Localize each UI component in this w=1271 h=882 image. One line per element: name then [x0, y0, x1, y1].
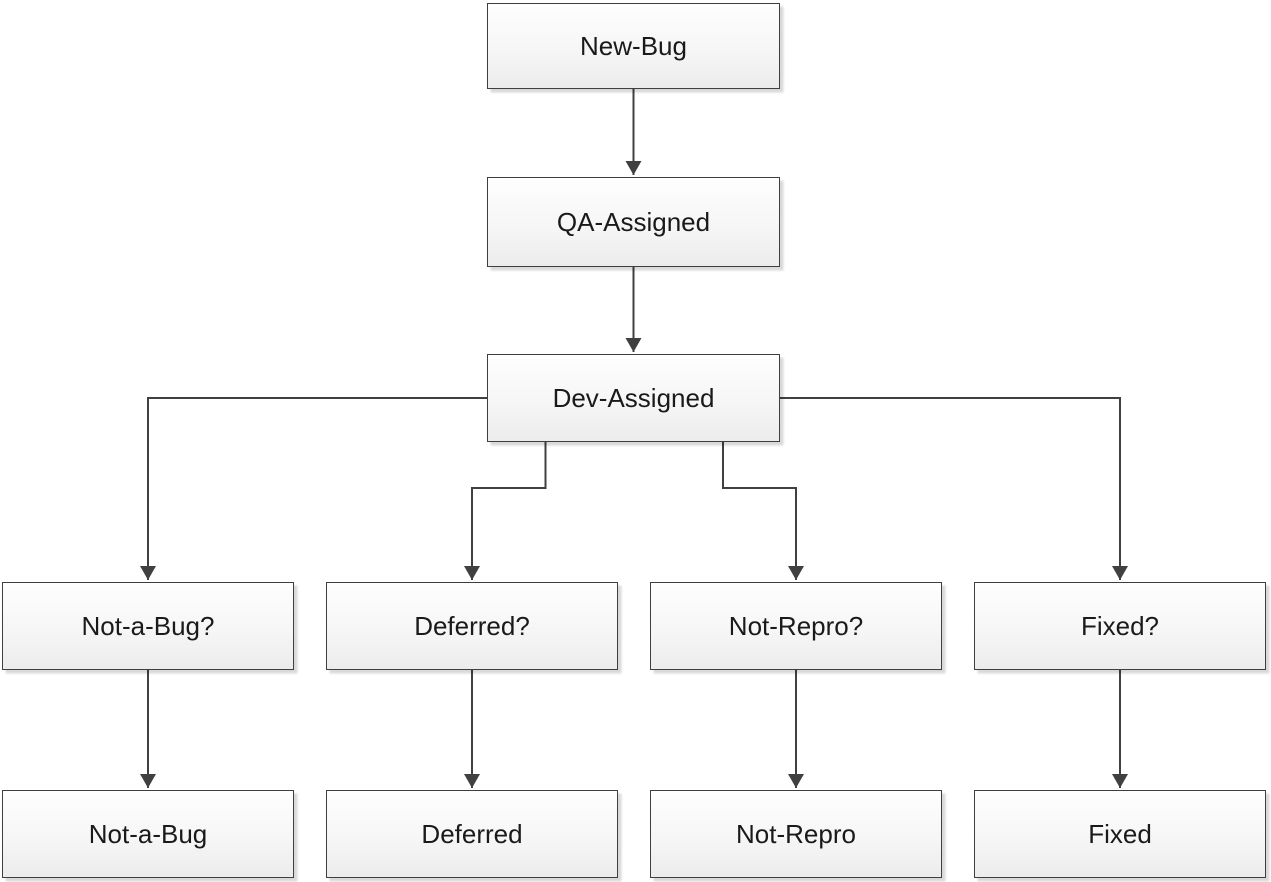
node-dev-assigned-label: Dev-Assigned	[552, 382, 715, 413]
connector-dev-assigned-to-deferred-question	[464, 442, 547, 580]
node-not-repro-label: Not-Repro	[736, 818, 856, 849]
node-qa-assigned: QA-Assigned	[487, 177, 780, 267]
node-deferred-question: Deferred?	[326, 582, 618, 670]
node-not-repro: Not-Repro	[650, 790, 942, 878]
node-fixed-question: Fixed?	[974, 582, 1266, 670]
node-fixed-question-label: Fixed?	[1080, 610, 1160, 641]
node-not-repro-question-label: Not-Repro?	[728, 610, 864, 641]
node-not-a-bug: Not-a-Bug	[2, 790, 294, 878]
connector-dev-assigned-to-not-repro-question	[722, 442, 804, 580]
node-not-a-bug-question: Not-a-Bug?	[2, 582, 294, 670]
node-qa-assigned-label: QA-Assigned	[556, 206, 711, 237]
node-not-repro-question: Not-Repro?	[650, 582, 942, 670]
node-fixed-label: Fixed	[1088, 818, 1152, 849]
node-new-bug-label: New-Bug	[580, 30, 687, 61]
connector-dev-assigned-to-not-a-bug-question	[140, 397, 487, 580]
node-dev-assigned: Dev-Assigned	[487, 354, 780, 442]
node-deferred: Deferred	[326, 790, 618, 878]
connector-dev-assigned-to-fixed-question	[780, 397, 1128, 580]
node-deferred-question-label: Deferred?	[414, 610, 530, 641]
node-deferred-label: Deferred	[421, 818, 523, 849]
node-not-a-bug-question-label: Not-a-Bug?	[81, 610, 215, 641]
node-new-bug: New-Bug	[487, 3, 780, 89]
node-not-a-bug-label: Not-a-Bug	[88, 818, 208, 849]
node-fixed: Fixed	[974, 790, 1266, 878]
